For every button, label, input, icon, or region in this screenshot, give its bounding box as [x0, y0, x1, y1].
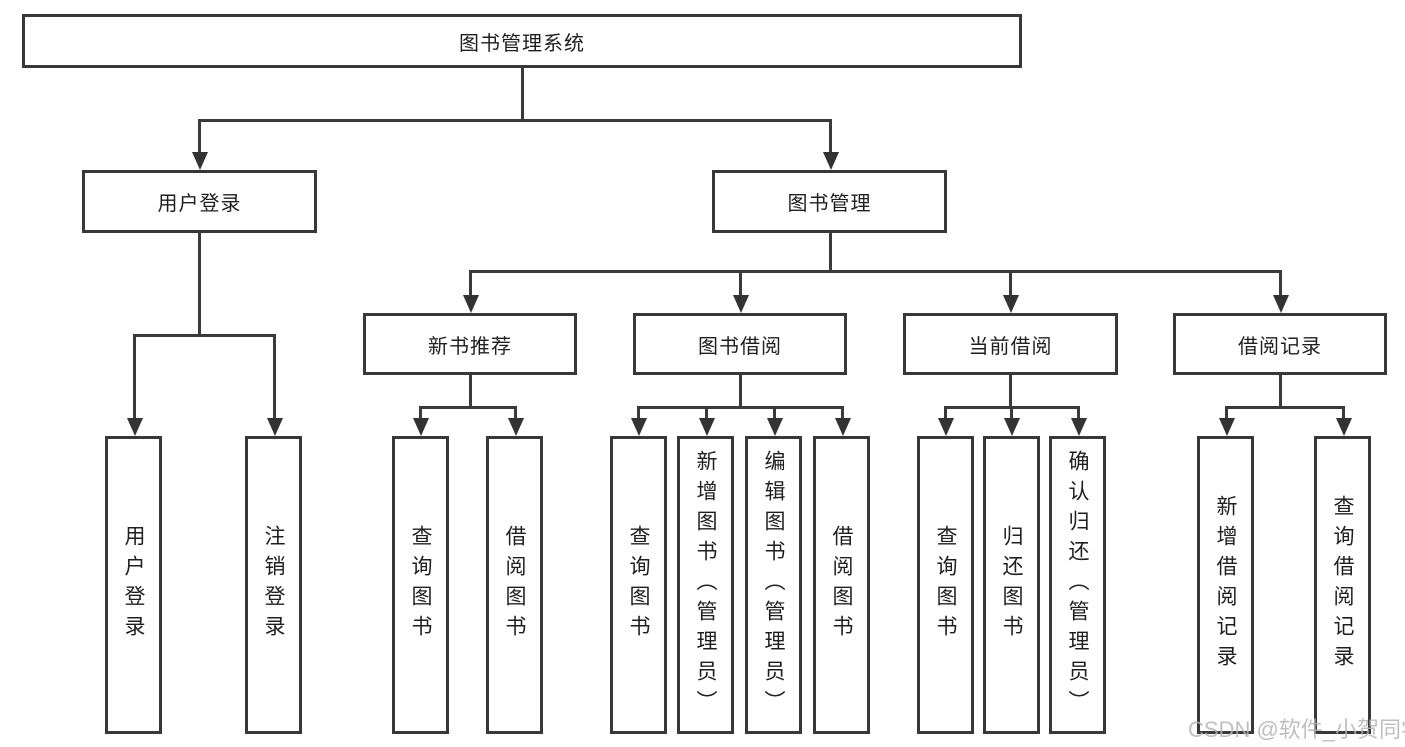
edge-userlogin-stem-2 [272, 334, 276, 420]
arrowhead-current-return-book [1003, 418, 1020, 436]
leaf-borrowing-edit-book: 编辑图书（管理员） [745, 436, 802, 734]
leaf-records-query-record-label: 查询借阅记录 [1331, 495, 1354, 675]
node-new-book-recommend: 新书推荐 [363, 313, 577, 375]
edge-bookmgmt-bar [468, 270, 1282, 273]
edge-root-trunk [520, 68, 524, 122]
leaf-logout: 注销登录 [245, 436, 302, 734]
arrowhead-new-book-recommend [462, 295, 479, 313]
edge-userlogin-stem-1 [132, 334, 136, 420]
arrowhead-current-confirm-return [1070, 418, 1087, 436]
edge-userlogin-bar [132, 334, 276, 337]
node-book-management: 图书管理 [712, 170, 947, 233]
leaf-current-query-book-label: 查询图书 [934, 525, 957, 645]
edge-borrowing-stem-1 [636, 406, 640, 420]
arrowhead-current-borrowing [1002, 295, 1019, 313]
leaf-borrowing-add-book: 新增图书（管理员） [677, 436, 734, 734]
arrowhead-book-management [822, 152, 839, 170]
edge-root-stem-user-login [197, 119, 201, 154]
edge-userlogin-trunk [197, 233, 201, 337]
leaf-newbook-query-book-label: 查询图书 [409, 525, 432, 645]
leaf-records-query-record: 查询借阅记录 [1314, 436, 1371, 734]
edge-records-stem-2 [1341, 406, 1345, 420]
leaf-current-return-book-label: 归还图书 [1000, 525, 1023, 645]
leaf-borrowing-query-book: 查询图书 [610, 436, 667, 734]
arrowhead-newbook-query-book [412, 418, 429, 436]
leaf-borrowing-borrow-book-label: 借阅图书 [830, 525, 853, 645]
edge-borrowing-stem-4 [840, 406, 844, 420]
leaf-borrowing-query-book-label: 查询图书 [627, 525, 650, 645]
arrowhead-user-login-group [191, 152, 208, 170]
edge-records-trunk [1278, 375, 1282, 409]
leaf-borrowing-edit-book-label: 编辑图书（管理员） [762, 450, 785, 720]
edge-bookmgmt-stem-3 [1008, 270, 1012, 297]
edge-borrowing-trunk [738, 375, 742, 409]
leaf-current-confirm-return-label: 确认归还（管理员） [1066, 450, 1089, 720]
edge-borrowing-stem-3 [772, 406, 776, 420]
arrowhead-book-borrowing [732, 295, 749, 313]
leaf-user-login-label: 用户登录 [122, 525, 145, 645]
leaf-current-query-book: 查询图书 [917, 436, 974, 734]
edge-records-bar [1224, 406, 1345, 409]
leaf-records-add-record-label: 新增借阅记录 [1214, 495, 1237, 675]
edge-newbook-stem-2 [513, 406, 517, 420]
leaf-newbook-borrow-book-label: 借阅图书 [503, 525, 526, 645]
csdn-watermark: CSDN @软件_小贺同学 [1188, 717, 1405, 742]
arrowhead-borrowing-records [1272, 295, 1289, 313]
arrowhead-borrowing-add-book [698, 418, 715, 436]
arrowhead-borrowing-query-book [630, 418, 647, 436]
edge-newbook-bar [418, 406, 517, 409]
leaf-current-confirm-return: 确认归还（管理员） [1049, 436, 1106, 734]
node-current-borrowing: 当前借阅 [903, 313, 1118, 375]
arrowhead-newbook-borrow-book [507, 418, 524, 436]
arrowhead-records-query-record [1335, 418, 1352, 436]
edge-bookmgmt-stem-4 [1278, 270, 1282, 297]
leaf-records-add-record: 新增借阅记录 [1197, 436, 1254, 734]
node-user-login-group: 用户登录 [82, 170, 317, 233]
arrowhead-borrowing-borrow-book [834, 418, 851, 436]
edge-current-stem-1 [943, 406, 947, 420]
edge-newbook-stem-1 [418, 406, 422, 420]
leaf-newbook-query-book: 查询图书 [392, 436, 449, 734]
edge-root-stem-book-management [828, 119, 832, 154]
arrowhead-leaf-user-login [126, 418, 143, 436]
arrowhead-records-add-record [1218, 418, 1235, 436]
arrowhead-leaf-logout [266, 418, 283, 436]
edge-bookmgmt-trunk [828, 233, 832, 273]
edge-borrowing-stem-2 [704, 406, 708, 420]
node-root: 图书管理系统 [22, 14, 1022, 68]
edge-bookmgmt-stem-1 [468, 270, 472, 297]
arrowhead-borrowing-edit-book [766, 418, 783, 436]
edge-current-stem-3 [1076, 406, 1080, 420]
leaf-logout-label: 注销登录 [262, 525, 285, 645]
leaf-borrowing-add-book-label: 新增图书（管理员） [694, 450, 717, 720]
edge-current-stem-2 [1009, 406, 1013, 420]
leaf-borrowing-borrow-book: 借阅图书 [813, 436, 870, 734]
edge-bookmgmt-stem-2 [738, 270, 742, 297]
node-borrowing-records: 借阅记录 [1173, 313, 1387, 375]
edge-records-stem-1 [1224, 406, 1228, 420]
leaf-newbook-borrow-book: 借阅图书 [486, 436, 543, 734]
edge-borrowing-bar [636, 406, 844, 409]
arrowhead-current-query-book [937, 418, 954, 436]
leaf-current-return-book: 归还图书 [983, 436, 1040, 734]
leaf-user-login: 用户登录 [105, 436, 162, 734]
edge-current-trunk [1008, 375, 1012, 409]
edge-newbook-trunk [468, 375, 472, 409]
edge-root-bar [197, 119, 832, 122]
node-book-borrowing: 图书借阅 [633, 313, 847, 375]
